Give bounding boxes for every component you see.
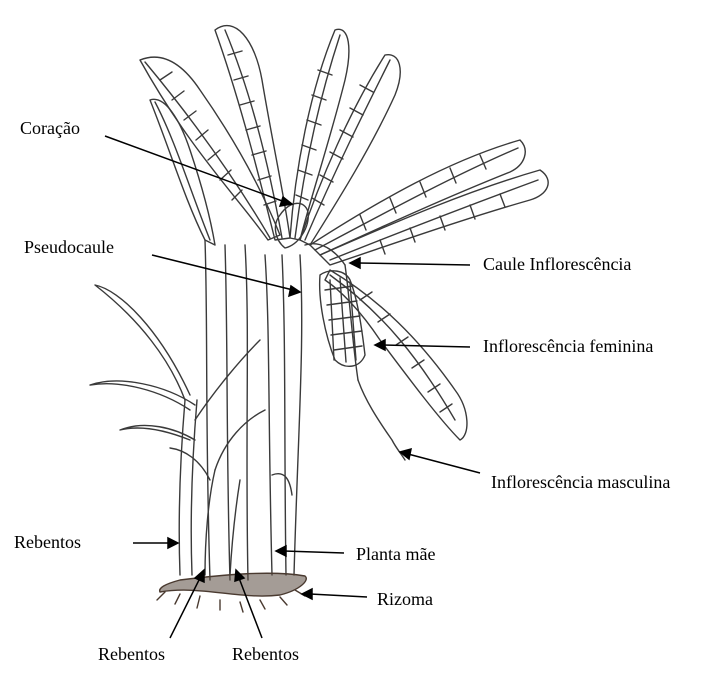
arrowhead-caule-inflorescencia <box>350 258 360 268</box>
pseudostem-back <box>205 240 248 580</box>
sucker-left <box>90 285 260 575</box>
arrowhead-inflorescencia-masculina <box>400 449 411 459</box>
callout-line-inflorescencia-masculina <box>408 454 480 473</box>
label-rebentos-bottom-1: Rebentos <box>98 644 165 664</box>
callout-line-rizoma <box>310 594 367 597</box>
rhizome <box>157 573 306 612</box>
callout-line-inflorescencia-feminina <box>383 345 470 347</box>
arrowhead-inflorescencia-feminina <box>375 340 385 350</box>
label-pseudocaule: Pseudocaule <box>24 237 114 257</box>
arrowhead-rizoma <box>302 589 312 599</box>
label-rizoma: Rizoma <box>377 589 433 609</box>
label-inflorescencia-feminina: Inflorescência feminina <box>483 336 653 356</box>
arrowhead-rebentos-left <box>168 538 178 548</box>
label-planta-mae: Planta mãe <box>356 544 435 564</box>
callout-line-planta-mae <box>284 551 344 553</box>
leaf-left-large <box>140 57 280 240</box>
pseudostem-main <box>265 255 302 575</box>
arrowhead-planta-mae <box>276 546 286 556</box>
label-rebentos-bottom-2: Rebentos <box>232 644 299 664</box>
callout-line-pseudocaule <box>152 255 293 290</box>
arrowhead-pseudocaule <box>289 286 300 296</box>
callout-line-caule-inflorescencia <box>358 263 470 265</box>
label-inflorescencia-masculina: Inflorescência masculina <box>491 472 670 492</box>
leaf-right-hanging <box>325 270 467 440</box>
leaf-top-left <box>215 26 290 240</box>
label-coracao: Coração <box>20 118 80 138</box>
label-rebentos-left: Rebentos <box>14 532 81 552</box>
label-caule-inflorescencia: Caule Inflorescência <box>483 254 631 274</box>
arrowhead-coracao <box>280 197 292 206</box>
